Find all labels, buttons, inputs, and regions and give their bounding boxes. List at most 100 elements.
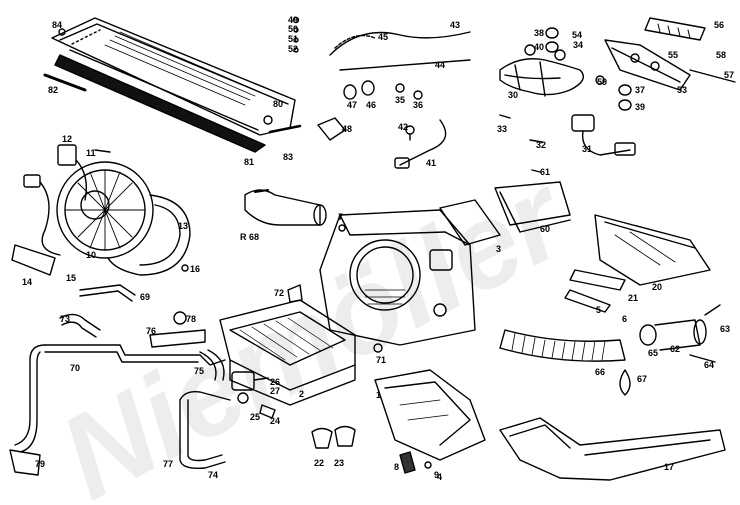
label-70: 70 [70,363,80,373]
label-27: 27 [270,386,280,396]
trim-strip-83 [268,124,302,134]
clamp-67 [619,369,631,396]
label-31: 31 [582,144,592,154]
label-56: 56 [714,20,724,30]
grommet-9 [424,461,432,469]
label-63: 63 [720,324,730,334]
label-54: 54 [572,30,582,40]
label-21: 21 [628,293,638,303]
label-50: 50 [288,24,298,34]
label-24: 24 [270,416,280,426]
filter-8 [399,451,416,474]
duct-3 [439,199,501,246]
label-36: 36 [413,100,423,110]
control-panel-53 [604,39,691,91]
screws-32-33 [499,114,543,143]
label-83: 83 [283,152,293,162]
hose-76 [149,329,206,348]
clip-84 [58,28,66,36]
label-82: 82 [48,85,58,95]
vent-louvre-56 [644,17,706,41]
label-69: 69 [140,292,150,302]
clip-80 [263,115,273,125]
label-57: 57 [724,70,734,80]
label-79: 79 [35,459,45,469]
label-77: 77 [163,459,173,469]
knobs-46-47 [343,80,423,100]
label-62: 62 [670,344,680,354]
water-valve-26 [231,371,269,404]
label-6: 6 [622,314,627,324]
label-40: 40 [534,42,544,52]
label-35: 35 [395,95,405,105]
label-7: 7 [338,212,343,222]
label-32: 32 [536,140,546,150]
label-71: 71 [376,355,386,365]
label-61: 61 [540,167,550,177]
switch-knobs-38-40 [545,27,559,53]
label-17: 17 [664,462,674,472]
label-84: 84 [52,20,62,30]
label-59: 59 [597,77,607,87]
label-14: 14 [22,277,32,287]
label-76: 76 [146,326,156,336]
clip-71 [373,343,383,353]
label-55: 55 [668,50,678,60]
bracket-72 [287,284,303,303]
label-53: 53 [677,85,687,95]
label-78: 78 [186,314,196,324]
bracket-48 [317,117,346,141]
label-74: 74 [208,470,218,480]
blower-switch-31 [571,114,636,156]
label-58: 58 [716,50,726,60]
label-1: 1 [376,390,381,400]
label-81: 81 [244,157,254,167]
pipe-69 [79,284,136,302]
valve-assembly-62 [639,304,721,363]
label-73: 73 [60,314,70,324]
clip-24 [259,404,276,419]
label-37: 37 [635,85,645,95]
floor-duct-17 [499,417,726,481]
intake-duct-r68 [244,189,327,226]
label-15: 15 [66,273,76,283]
label-9: 9 [434,470,439,480]
label-20: 20 [652,282,662,292]
screw-61 [531,169,541,173]
label-10: 10 [86,250,96,260]
label-72: 72 [274,288,284,298]
caps-22-23 [311,425,356,449]
duct-housing-4 [374,369,486,461]
flexible-hose-66 [499,329,626,362]
label-16: 16 [190,264,200,274]
knobs-37-39 [595,75,632,111]
label-22: 22 [314,458,324,468]
heat-exchanger-2 [219,299,356,406]
air-flap-14 [11,244,56,276]
fan-housing-13 [107,194,191,276]
label-44: 44 [435,60,445,70]
label-45: 45 [378,32,388,42]
label-8: 8 [394,462,399,472]
hose-79 [9,449,41,476]
label-12: 12 [62,134,72,144]
defroster-duct-20 [594,214,711,286]
vent-box-60 [494,181,571,233]
label-80: 80 [273,99,283,109]
label-49: 49 [288,15,298,25]
label-34: 34 [573,40,583,50]
label-48: 48 [342,124,352,134]
water-pipe-70 [14,344,226,453]
hose-75 [199,349,225,381]
label-39: 39 [635,102,645,112]
cowl-grille-panel [51,17,296,153]
label-23: 23 [334,458,344,468]
label-67: 67 [637,374,647,384]
heater-control-cable-41 [394,119,447,169]
blower-fan-10 [56,161,154,259]
label-11: 11 [86,148,96,158]
flaps-5-21 [564,269,626,313]
label-51: 51 [288,34,298,44]
label-42: 42 [398,122,408,132]
